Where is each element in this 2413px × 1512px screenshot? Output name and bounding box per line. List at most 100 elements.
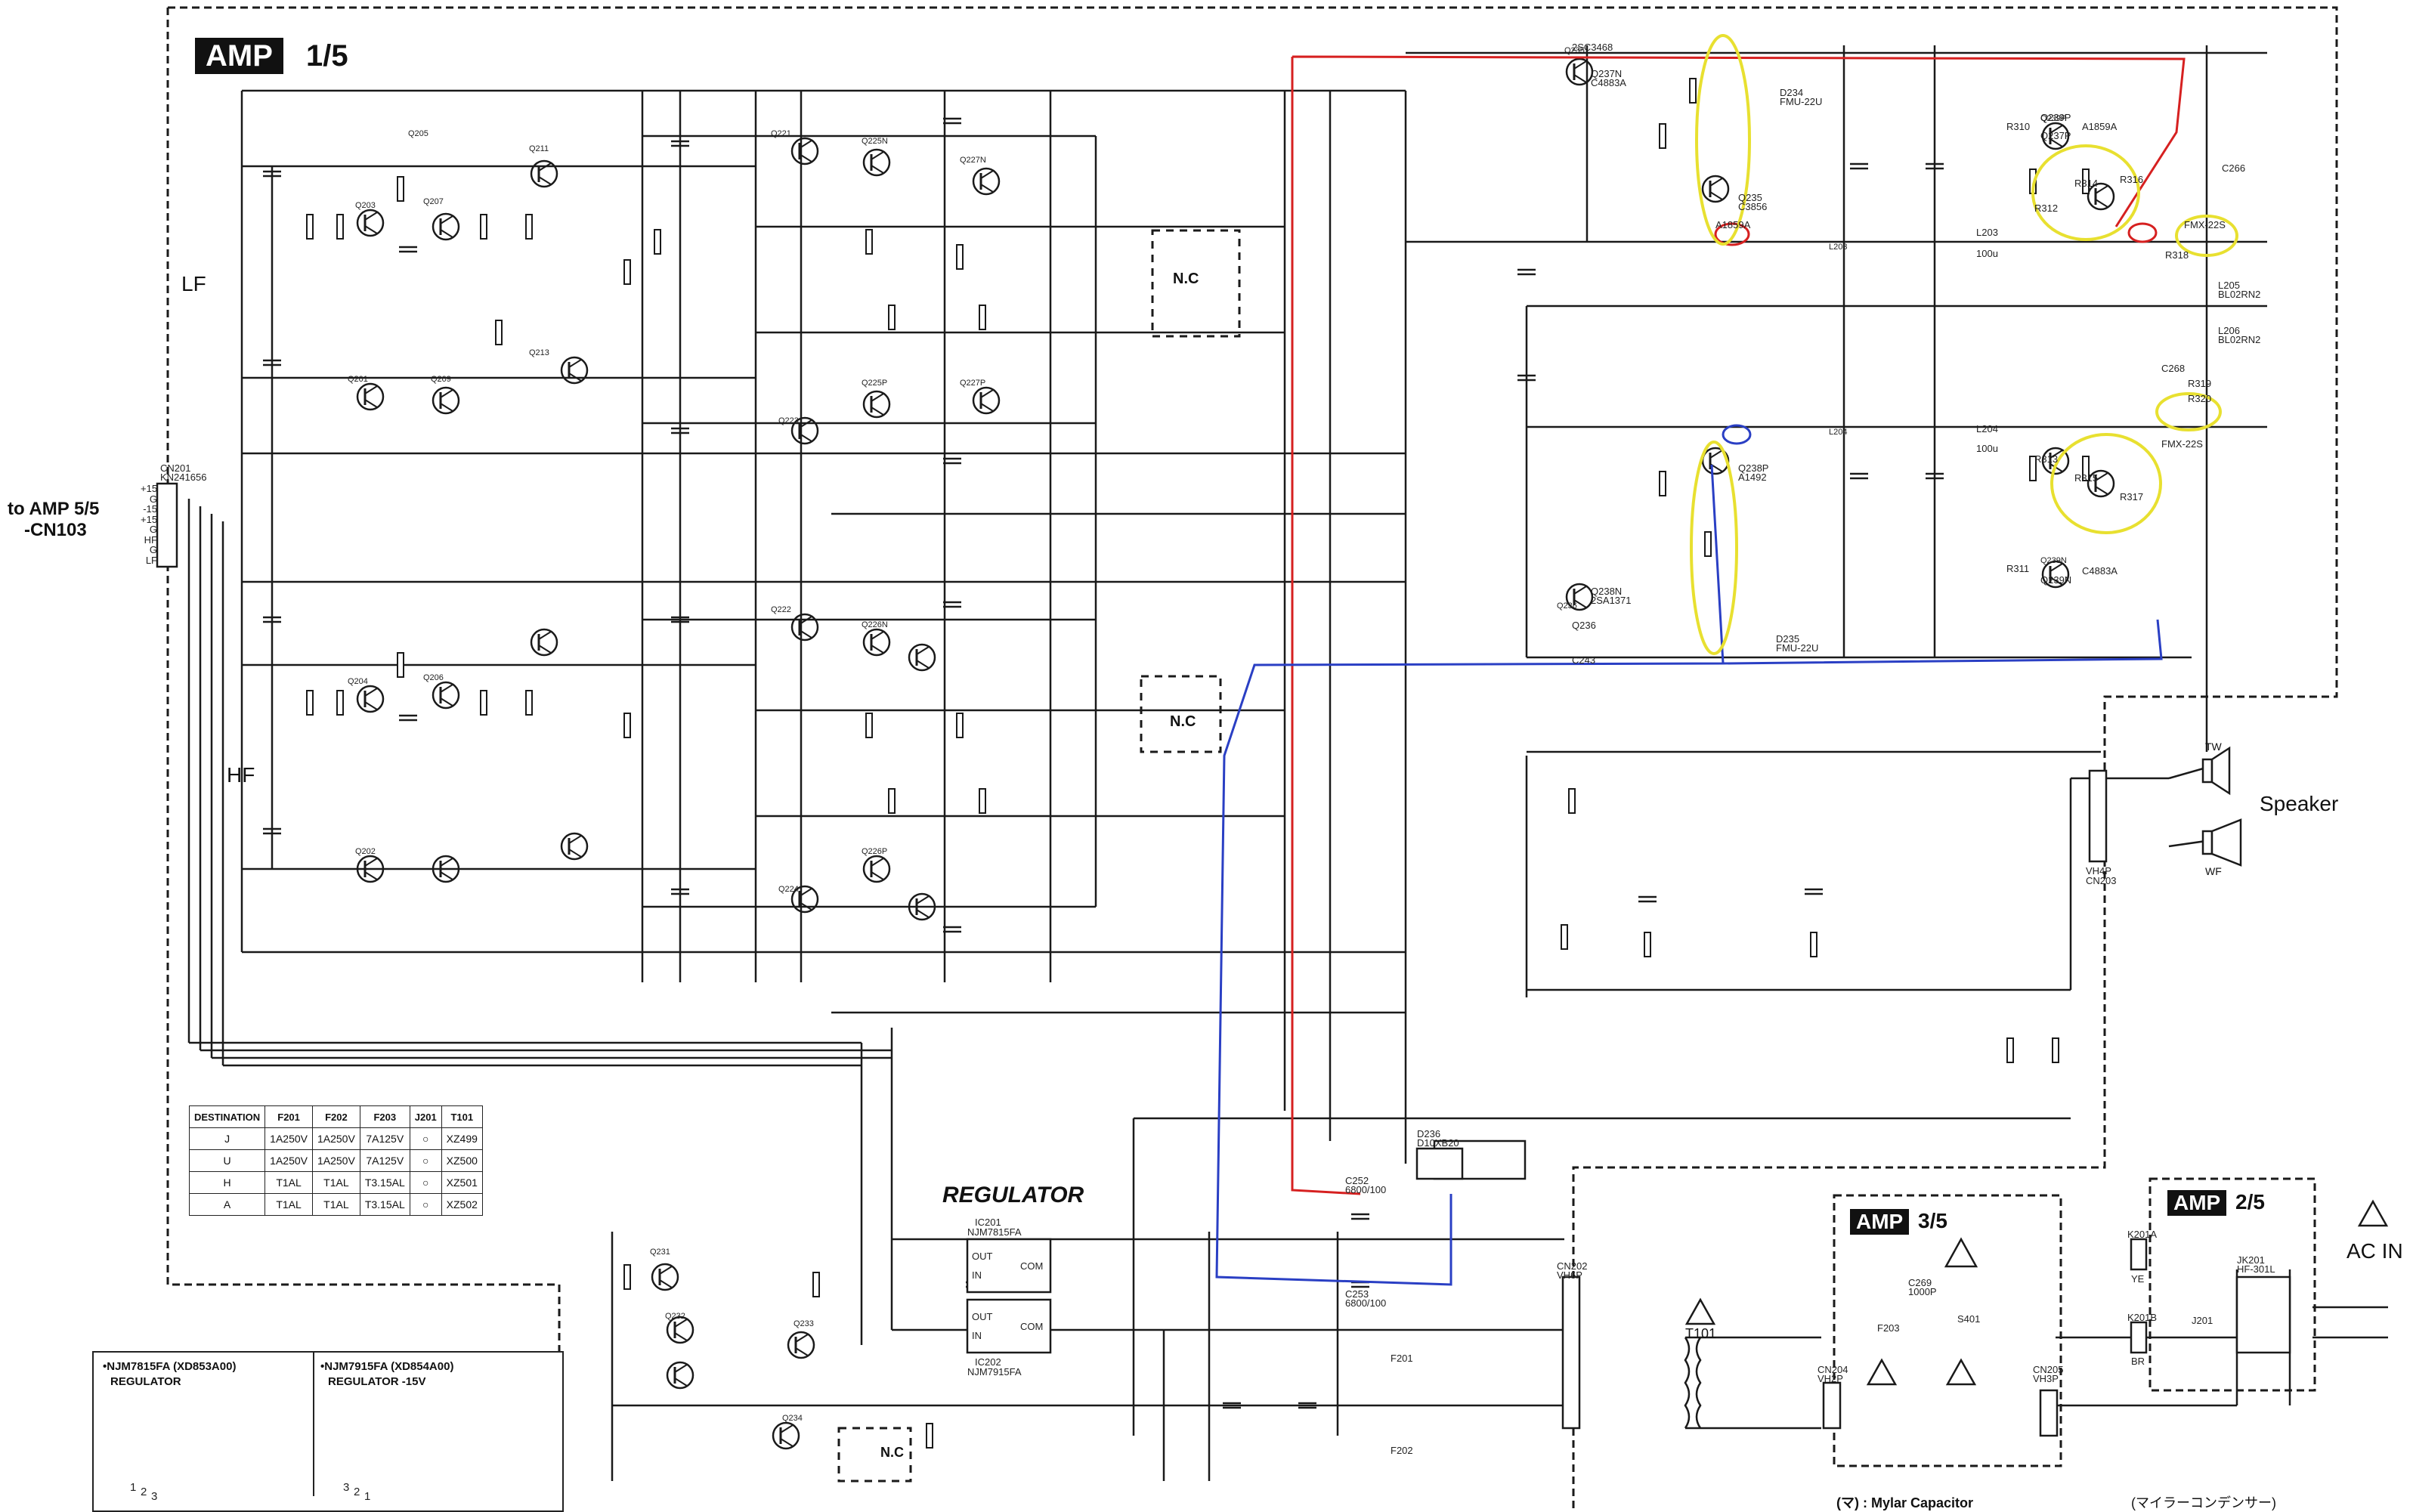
c252-ref: C252 bbox=[1345, 1175, 1369, 1186]
cn205-ref: CN205 bbox=[2033, 1364, 2064, 1375]
transistor-label: 2SC3468 bbox=[1572, 42, 1613, 53]
jk201-ref: JK201 bbox=[2237, 1254, 2265, 1266]
amp35-badge: AMP bbox=[1850, 1209, 1910, 1235]
table-cell: XZ502 bbox=[441, 1193, 483, 1216]
inductor-label: L205 bbox=[2218, 280, 2240, 291]
table-cell: J bbox=[188, 1127, 266, 1150]
regulator-note-desc: REGULATOR -15V bbox=[328, 1375, 426, 1388]
cn202-part: VH6P bbox=[1557, 1269, 1582, 1281]
ic202-pin-in: IN bbox=[972, 1330, 982, 1341]
transistor-label: Q238P bbox=[1738, 462, 1769, 474]
svg-text:Q203: Q203 bbox=[355, 201, 376, 210]
j201-ref: J201 bbox=[2192, 1315, 2213, 1326]
svg-text:Q225N: Q225N bbox=[862, 137, 888, 146]
svg-text:Q206: Q206 bbox=[423, 673, 444, 682]
svg-text:Q209: Q209 bbox=[431, 375, 451, 384]
svg-text:Q235: Q235 bbox=[1564, 46, 1585, 55]
reg-pin-label: 1 bbox=[130, 1481, 137, 1494]
nc-label: N.C bbox=[1170, 713, 1196, 730]
transistor-label: Q235 bbox=[1738, 192, 1762, 203]
table-cell: T1AL bbox=[311, 1171, 360, 1194]
c269-ref: C269 bbox=[1908, 1277, 1932, 1288]
transistor-label: Q237N bbox=[1591, 68, 1623, 79]
amp1-frame bbox=[166, 6, 2338, 1509]
svg-text:Q201: Q201 bbox=[348, 375, 368, 384]
red-annotation-circle bbox=[1714, 222, 1750, 246]
ic202-pin-com: COM bbox=[1020, 1321, 1044, 1332]
table-cell: T1AL bbox=[265, 1171, 313, 1194]
blue-annotation-trace bbox=[1215, 464, 2163, 1286]
table-cell: ○ bbox=[409, 1193, 442, 1216]
warning-icon bbox=[1684, 1199, 2389, 1386]
misc-label: R313 bbox=[2034, 453, 2059, 465]
c253-value: 6800/100 bbox=[1345, 1297, 1387, 1309]
table-row: J 1A250V 1A250V 7A125V ○ XZ499 bbox=[188, 1127, 483, 1150]
f202-ref: F202 bbox=[1391, 1445, 1413, 1456]
table-cell: 7A125V bbox=[359, 1127, 410, 1150]
svg-text:Q226N: Q226N bbox=[862, 620, 888, 629]
mylar-note: (マ) : Mylar Capacitor bbox=[1836, 1495, 1974, 1510]
ic201-pin-com: COM bbox=[1020, 1260, 1044, 1272]
ic202-pin-out: OUT bbox=[972, 1311, 993, 1322]
transistor-label: C4883A bbox=[2082, 565, 2118, 577]
svg-text:Q233: Q233 bbox=[794, 1319, 814, 1328]
cn203-part: VH4P bbox=[2086, 865, 2111, 877]
svg-text:Q213: Q213 bbox=[529, 348, 549, 357]
nc-label: N.C bbox=[1173, 271, 1199, 287]
table-header-row: DESTINATION F201 F202 F203 J201 T101 bbox=[188, 1105, 483, 1128]
reg-pin-label: 2 bbox=[354, 1486, 360, 1498]
transistor-label: Q239N bbox=[2040, 574, 2072, 586]
table-row: H T1AL T1AL T3.15AL ○ XZ501 bbox=[188, 1171, 483, 1194]
amp35-frame bbox=[1833, 1194, 2062, 1467]
table-cell: T1AL bbox=[265, 1193, 313, 1216]
c269-value: 1000P bbox=[1908, 1286, 1937, 1297]
svg-text:Q234: Q234 bbox=[782, 1414, 803, 1423]
table-cell: T3.15AL bbox=[359, 1171, 410, 1194]
svg-text:Q221: Q221 bbox=[771, 129, 791, 138]
inductor-label: L203 bbox=[1976, 227, 1998, 238]
connector-pin-labels: +15 G -15 +15 G HF G LF bbox=[141, 483, 158, 566]
svg-text:Q226P: Q226P bbox=[862, 847, 887, 856]
regulator-note-desc: REGULATOR bbox=[110, 1375, 181, 1388]
t101-label: T101 bbox=[1685, 1326, 1717, 1341]
svg-text:Q223: Q223 bbox=[778, 416, 799, 425]
tw-label: TW bbox=[2205, 741, 2222, 753]
cn204-part: VH2P bbox=[1817, 1373, 1843, 1384]
misc-label: C266 bbox=[2222, 162, 2246, 174]
transistor-label: Q238N bbox=[1591, 586, 1623, 597]
f203-ref: F203 bbox=[1877, 1322, 1900, 1334]
misc-label: D235 bbox=[1776, 633, 1800, 645]
d236-ref: D236 bbox=[1417, 1128, 1441, 1139]
blue-annotation-circle bbox=[1722, 424, 1752, 445]
misc-label: R316 bbox=[2120, 174, 2144, 185]
cn205-part: VH3P bbox=[2033, 1373, 2059, 1384]
table-cell: 1A250V bbox=[311, 1149, 360, 1172]
reg-pin-label: 3 bbox=[343, 1481, 350, 1494]
table-header: F202 bbox=[311, 1105, 360, 1128]
k201b-color: BR bbox=[2131, 1356, 2145, 1367]
ic201-ref: IC201 bbox=[975, 1217, 1001, 1228]
k201a-color: YE bbox=[2131, 1273, 2145, 1285]
cn201-ref: CN201 bbox=[160, 462, 191, 474]
amp25-fraction: 2/5 bbox=[2235, 1190, 2265, 1214]
cn204-ref: CN204 bbox=[1817, 1364, 1848, 1375]
transistor-label: Q237P bbox=[2040, 130, 2071, 141]
table-row: U 1A250V 1A250V 7A125V ○ XZ500 bbox=[188, 1149, 483, 1172]
title-badge: AMP bbox=[195, 38, 283, 74]
c253-ref: C253 bbox=[1345, 1288, 1369, 1300]
speaker-label: Speaker bbox=[2260, 792, 2339, 815]
table-cell: T3.15AL bbox=[359, 1193, 410, 1216]
inductor-value: BL02RN2 bbox=[2218, 289, 2261, 300]
misc-label: FMX-22S bbox=[2161, 438, 2203, 450]
misc-label: R318 bbox=[2165, 249, 2189, 261]
capacitors bbox=[261, 117, 1945, 1409]
transistor-label: Q236 bbox=[1572, 620, 1596, 631]
transistor-label: A1859A bbox=[1715, 219, 1751, 230]
s401-ref: S401 bbox=[1957, 1313, 1981, 1325]
misc-label: FMU-22U bbox=[1776, 642, 1819, 654]
red-annotation-circle bbox=[2127, 222, 2158, 243]
misc-label: FMX-22S bbox=[2184, 219, 2226, 230]
table-cell: 1A250V bbox=[265, 1149, 313, 1172]
misc-label: C243 bbox=[1572, 654, 1596, 666]
transistor-label: A1859A bbox=[2082, 121, 2118, 132]
